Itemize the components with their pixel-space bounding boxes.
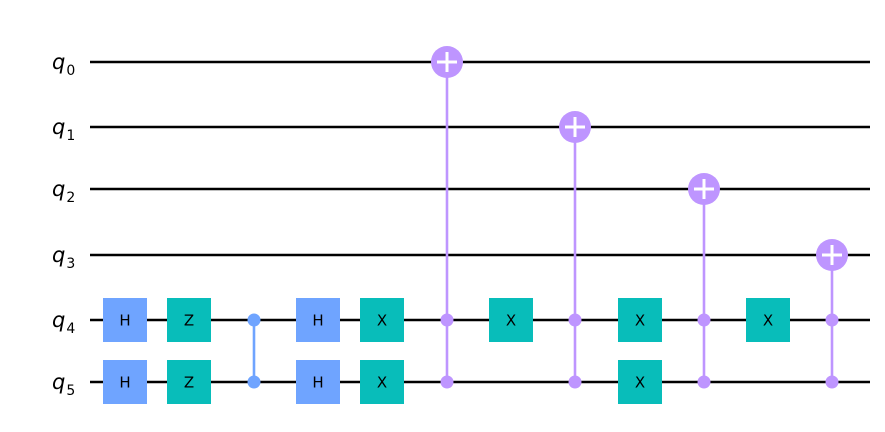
gate-box	[618, 298, 662, 342]
x-gate-q4: X	[618, 298, 662, 342]
gate-label: X	[506, 312, 516, 330]
target-plus-icon	[688, 173, 720, 205]
x-gate-q5: X	[618, 360, 662, 404]
mcx-gate-target-q1	[559, 111, 591, 389]
qubit-label-1: q1	[52, 115, 75, 144]
control-dot	[568, 375, 582, 389]
x-gate-q4: X	[360, 298, 404, 342]
gate-label: H	[312, 312, 323, 330]
z-gate-q4: Z	[167, 298, 211, 342]
target-plus-icon	[559, 111, 591, 143]
gate-label: X	[377, 374, 387, 392]
x-gate-q4: X	[489, 298, 533, 342]
gate-box	[360, 360, 404, 404]
qubit-label-0: q0	[52, 50, 75, 79]
control-dot	[697, 375, 711, 389]
x-gate-q5: X	[360, 360, 404, 404]
qubit-label-2: q2	[52, 177, 75, 206]
control-dot	[825, 313, 839, 327]
h-gate-q4: H	[103, 298, 147, 342]
gate-label: X	[377, 312, 387, 330]
target-plus-icon	[816, 239, 848, 271]
cz-control-dot	[247, 375, 261, 389]
qubit-label-3: q3	[52, 243, 75, 272]
control-dot	[440, 375, 454, 389]
cz-control-dot	[247, 313, 261, 327]
gate-label: X	[635, 374, 645, 392]
gate-box	[103, 360, 147, 404]
gate-label: H	[119, 312, 130, 330]
gate-box	[167, 298, 211, 342]
gate-box	[618, 360, 662, 404]
gate-label: X	[763, 312, 773, 330]
mcx-gate-target-q3	[816, 239, 848, 389]
gate-box	[360, 298, 404, 342]
gate-label: H	[312, 374, 323, 392]
qubit-label-5: q5	[52, 370, 75, 399]
gate-label: Z	[184, 312, 194, 330]
x-gate-q4: X	[746, 298, 790, 342]
target-plus-icon	[431, 46, 463, 78]
h-gate-q5: H	[296, 360, 340, 404]
control-dot	[697, 313, 711, 327]
control-dot	[825, 375, 839, 389]
gate-box	[746, 298, 790, 342]
gate-label: Z	[184, 374, 194, 392]
control-dot	[440, 313, 454, 327]
gate-box	[167, 360, 211, 404]
control-dot	[568, 313, 582, 327]
mcx-gate-target-q2	[688, 173, 720, 389]
gate-label: X	[635, 312, 645, 330]
cz-gate	[247, 313, 261, 389]
gate-box	[296, 298, 340, 342]
gate-box	[103, 298, 147, 342]
mcx-gate-target-q0	[431, 46, 463, 389]
h-gate-q4: H	[296, 298, 340, 342]
h-gate-q5: H	[103, 360, 147, 404]
gate-label: H	[119, 374, 130, 392]
gate-box	[296, 360, 340, 404]
gate-box	[489, 298, 533, 342]
qubit-label-4: q4	[52, 308, 75, 337]
z-gate-q5: Z	[167, 360, 211, 404]
